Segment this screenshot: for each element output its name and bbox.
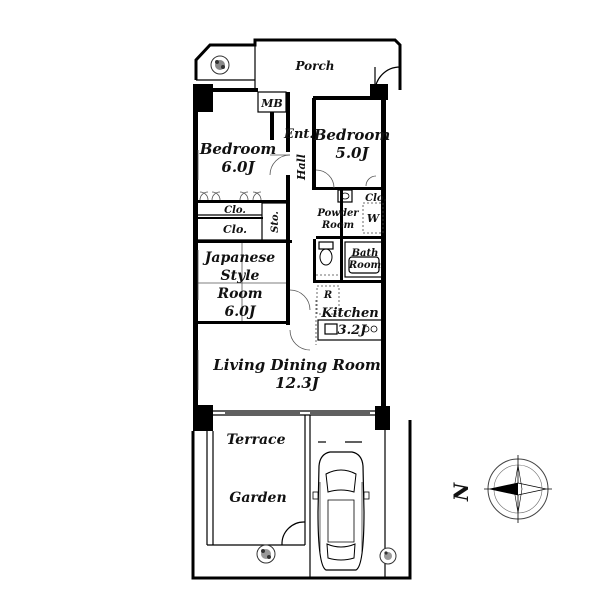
japanese-room-size: 6.0J: [225, 304, 257, 320]
garden-label: Garden: [229, 490, 286, 506]
bathtub-icon: [344, 241, 384, 278]
terrace-area: [191, 415, 412, 580]
compass-icon: [484, 455, 552, 523]
mb-label: MB: [260, 97, 282, 110]
hall-label: Hall: [295, 154, 308, 181]
kitchen-size: 3.2J: [338, 323, 368, 338]
japanese-room-label: Japanese: [202, 250, 276, 266]
terrace-label: Terrace: [227, 432, 286, 448]
kitchen-name: Kitchen: [320, 306, 378, 321]
bedroom1-size: 6.0J: [221, 158, 255, 176]
porch-area: [194, 38, 402, 93]
toilet-icon: [316, 241, 340, 276]
doors-windows: [197, 150, 377, 414]
bedroom2-size: 5.0J: [335, 144, 369, 162]
bath-room-label: Bath: [351, 248, 379, 259]
room-labels: Porch MB Ent. Hall Bedroom 6.0J Bedroom …: [199, 59, 473, 506]
washer-label: W: [367, 212, 381, 225]
japanese-room-label: Style: [221, 268, 260, 284]
stove-icon: [324, 323, 378, 335]
bedroom1-name: Bedroom: [199, 140, 277, 158]
ldk-name: Living Dining Room: [212, 356, 381, 374]
ldk-size: 12.3J: [275, 374, 320, 392]
plant-icon: [210, 55, 230, 75]
fixtures: [315, 189, 384, 345]
bedroom2-name: Bedroom: [313, 126, 391, 144]
compass-north-label: N: [449, 482, 473, 502]
plant-icon: [379, 547, 397, 565]
powder-room-label: Room: [321, 220, 354, 231]
entrance-label: Ent.: [283, 127, 314, 142]
car-icon: [312, 451, 370, 571]
closet-label: Clo.: [224, 205, 246, 216]
interior-walls: [198, 91, 386, 341]
japanese-room-label: Room: [216, 286, 262, 302]
sink-icon: [337, 189, 353, 203]
closet-label: Clo.: [365, 193, 387, 204]
fridge-label: R: [323, 290, 332, 301]
powder-room-label: Powder: [316, 208, 359, 219]
closet-label: Clo.: [223, 223, 247, 236]
bath-room-label: Room: [348, 260, 381, 271]
plant-icon: [256, 544, 276, 564]
storage-label: Sto.: [270, 211, 281, 233]
porch-label: Porch: [294, 59, 334, 73]
